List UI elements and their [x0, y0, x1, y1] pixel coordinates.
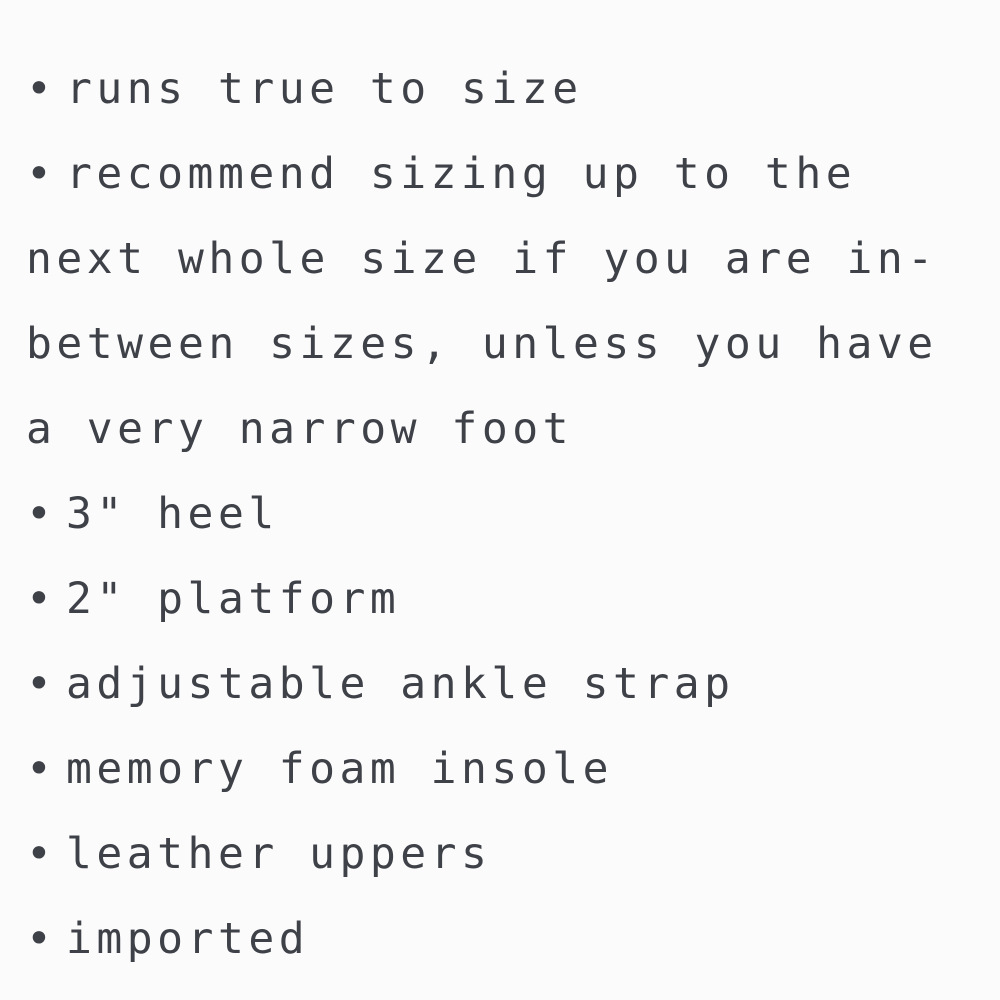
list-item: • adjustable ankle strap [26, 642, 986, 727]
bullet: • [26, 829, 52, 879]
list-item: • runs true to size [26, 47, 986, 132]
list-item-text: leather uppers [66, 829, 492, 879]
bullet: • [26, 659, 52, 709]
list-item-text: recommend sizing up to the next whole si… [26, 149, 938, 454]
product-details-list: •runs true to size •recommend sizing up … [26, 47, 986, 982]
list-item-text: runs true to size [66, 64, 583, 114]
list-item: • memory foam insole [26, 727, 986, 812]
list-item-text: adjustable ankle strap [66, 659, 735, 709]
list-item: • leather uppers [26, 812, 986, 897]
list-item: • imported [26, 897, 986, 982]
list-item: •recommend sizing up to the next whole s… [26, 132, 986, 472]
list-item-text: 2" platform [66, 574, 401, 624]
list-item-text: imported [66, 914, 310, 964]
bullet: • [26, 64, 52, 114]
list-item-text: 3" heel [66, 489, 279, 539]
list-item-text: memory foam insole [66, 744, 613, 794]
list-item: • 3" heel [26, 472, 986, 557]
bullet: • [26, 489, 52, 539]
bullet: • [26, 149, 52, 199]
bullet: • [26, 744, 52, 794]
list-item: • 2" platform [26, 557, 986, 642]
bullet: • [26, 914, 52, 964]
bullet: • [26, 574, 52, 624]
